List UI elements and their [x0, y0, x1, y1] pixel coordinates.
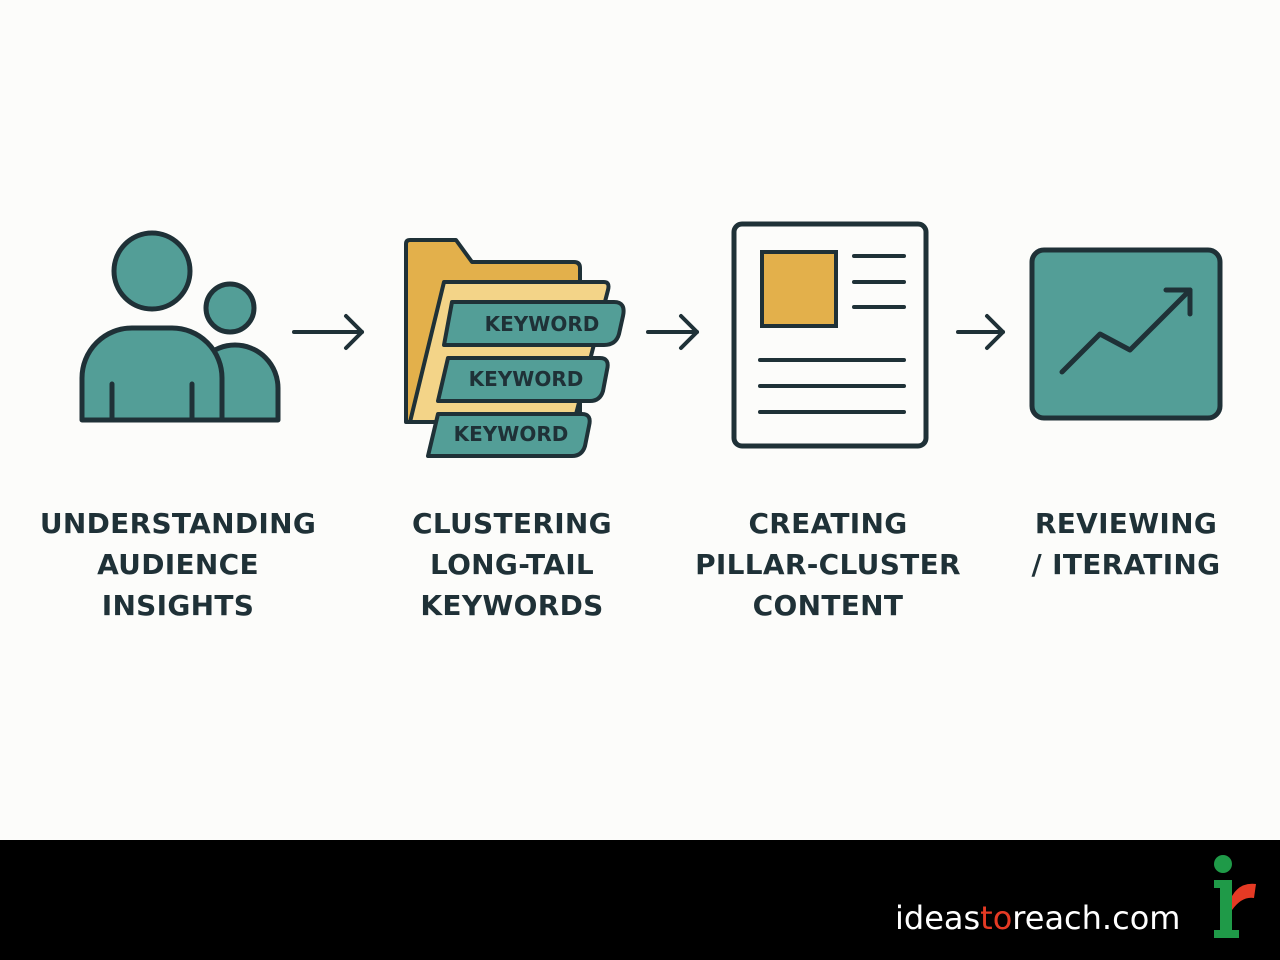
arrow-right-icon [646, 314, 699, 350]
step-label-line: CREATING [748, 507, 908, 540]
keyword-tag: KEYWORD [469, 367, 584, 391]
brand-url: ideastoreach.com [895, 892, 1180, 944]
step-label-line: / ITERATING [1031, 548, 1221, 581]
step-label-line: AUDIENCE [97, 548, 259, 581]
step-label-line: CONTENT [752, 589, 904, 622]
brand-url-part: ideas [895, 899, 981, 937]
brand-url-accent: to [980, 899, 1013, 937]
brand-url-part: reach.com [1012, 899, 1181, 937]
trend-chart-icon [1029, 247, 1223, 421]
step-label-line: UNDERSTANDING [39, 507, 317, 540]
keyword-tag: KEYWORD [485, 312, 600, 336]
step-label-line: REVIEWING [1034, 507, 1218, 540]
step-label-clustering-keywords: CLUSTERING LONG-TAIL KEYWORDS [382, 503, 642, 626]
arrow-right-icon [292, 314, 364, 350]
step-label-line: CLUSTERING [412, 507, 612, 540]
people-icon [79, 230, 281, 423]
footer-bar [0, 840, 1280, 960]
step-label-creating-content: CREATING PILLAR-CLUSTER CONTENT [683, 503, 973, 626]
arrow-right-icon [956, 314, 1005, 350]
document-icon [731, 221, 929, 449]
step-label-understanding-audience: UNDERSTANDING AUDIENCE INSIGHTS [28, 503, 328, 626]
step-label-line: INSIGHTS [101, 589, 255, 622]
step-label-line: PILLAR-CLUSTER [695, 548, 961, 581]
step-label-line: KEYWORDS [420, 589, 604, 622]
keyword-tag: KEYWORD [454, 422, 569, 446]
keyword-folder-icon: KEYWORD KEYWORD KEYWORD [404, 238, 626, 458]
step-label-line: LONG-TAIL [429, 548, 595, 581]
brand-logo-icon [1214, 855, 1256, 938]
step-label-reviewing-iterating: REVIEWING / ITERATING [1015, 503, 1237, 585]
